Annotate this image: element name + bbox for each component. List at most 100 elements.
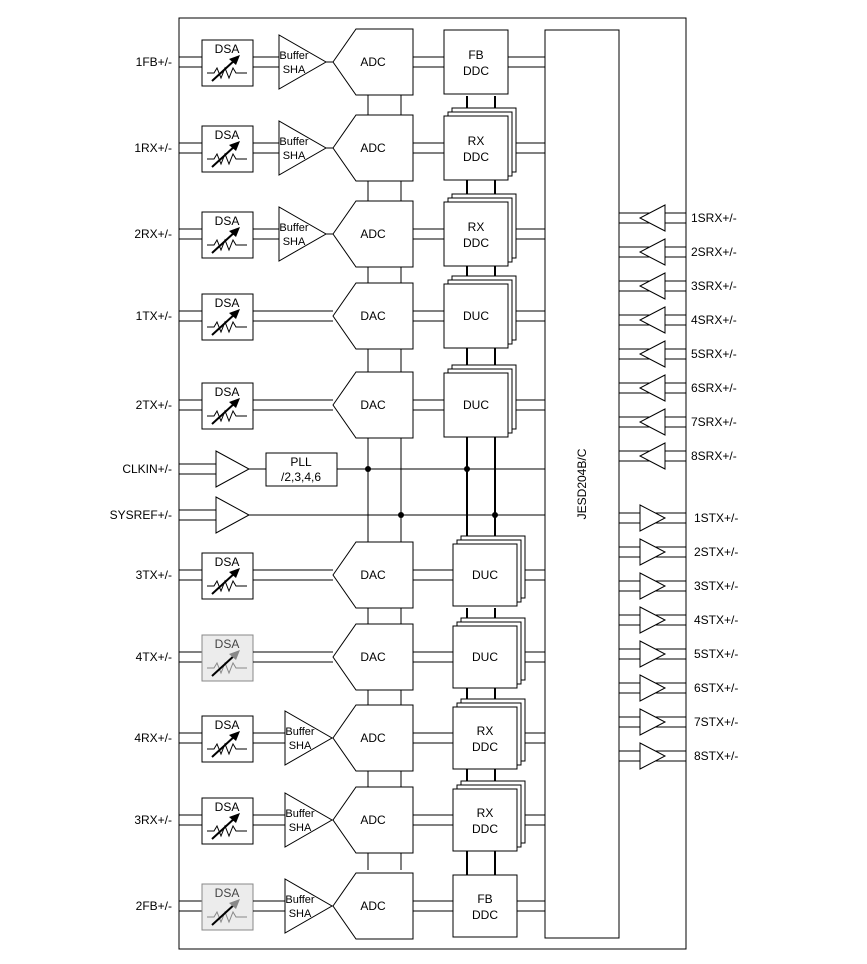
srx-label: 2SRX+/- (691, 245, 737, 259)
srx-lane: 3SRX+/- (619, 272, 737, 300)
dsp-box (452, 706, 518, 770)
dsp-box (443, 372, 509, 438)
srx-driver (638, 408, 666, 436)
junction-dot (365, 466, 371, 472)
buffer-triangle (284, 710, 334, 766)
dsp-label-top: RX (477, 724, 494, 738)
adc-shape (332, 114, 414, 182)
pll-box (265, 452, 338, 487)
pll-label: PLL (290, 455, 312, 469)
dsp-label: DUC (472, 568, 498, 582)
sha-label: SHA (283, 236, 306, 248)
dsp-label-top: RX (468, 134, 485, 148)
stx-lane: 8STX+/- (619, 742, 738, 770)
clkin-label: CLKIN+/- (122, 462, 172, 476)
dac-label: DAC (360, 398, 386, 412)
stx-label: 7STX+/- (694, 715, 738, 729)
srx-label: 3SRX+/- (691, 279, 737, 293)
arrowhead-icon (229, 899, 240, 909)
dsp-label: DUC (463, 309, 489, 323)
arrowhead-icon (229, 398, 240, 408)
srx-driver (638, 272, 666, 300)
srx-label: 1SRX+/- (691, 211, 737, 225)
stx-receiver (639, 742, 667, 770)
srx-lane: 5SRX+/- (619, 340, 737, 368)
dsp-box (443, 29, 509, 95)
stx-receiver (639, 708, 667, 736)
variable-arrow-icon (211, 816, 237, 840)
stx-label: 5STX+/- (694, 647, 738, 661)
stx-label: 3STX+/- (694, 579, 738, 593)
buffer-label: Buffer (279, 222, 308, 234)
buffer-triangle (284, 878, 334, 934)
pin-label: 2RX+/- (134, 227, 172, 241)
buffer-label: Buffer (279, 136, 308, 148)
srx-label: 7SRX+/- (691, 415, 737, 429)
srx-lane: 7SRX+/- (619, 408, 737, 436)
adc-label: ADC (360, 141, 386, 155)
dsp-box (452, 543, 518, 607)
sha-label: SHA (289, 908, 312, 920)
dsa-box (201, 382, 254, 430)
srx-label: 5SRX+/- (691, 347, 737, 361)
adc-block: ADC (332, 114, 414, 182)
stx-receiver (639, 606, 667, 634)
clock-section: CLKIN+/-SYSREF+/-PLL/2,3,4,6 (110, 450, 545, 534)
dsa-block: DSA (201, 634, 254, 682)
dsa-label: DSA (215, 128, 240, 142)
stx-receiver (639, 572, 667, 600)
dac-label: DAC (360, 650, 386, 664)
srx-label: 6SRX+/- (691, 381, 737, 395)
stx-label: 2STX+/- (694, 545, 738, 559)
buffer-triangle (278, 120, 328, 176)
dsp-label-top: RX (477, 806, 494, 820)
dsa-block: DSA (201, 125, 254, 173)
adc-block: ADC (332, 786, 414, 854)
dsp-label-bottom: DDC (472, 822, 498, 836)
adc-shape (332, 28, 414, 96)
stx-receiver (639, 640, 667, 668)
pin-label: 3RX+/- (134, 813, 172, 827)
srx-driver (638, 374, 666, 402)
dsa-label: DSA (215, 718, 240, 732)
srx-driver (638, 306, 666, 334)
adc-label: ADC (360, 731, 386, 745)
srx-driver (638, 238, 666, 266)
jesd-box (544, 29, 620, 939)
variable-arrow-icon (211, 312, 237, 336)
srx-driver (638, 340, 666, 368)
dac-block: DAC (332, 541, 414, 609)
dac-block: DAC (332, 282, 414, 350)
dac-label: DAC (360, 309, 386, 323)
arrowhead-icon (229, 650, 240, 660)
dac-shape (332, 371, 414, 439)
dsa-block: DSA (201, 382, 254, 430)
adc-shape (332, 704, 414, 772)
srx-lane: 8SRX+/- (619, 442, 737, 470)
adc-block: ADC (332, 28, 414, 96)
arrowhead-icon (229, 141, 240, 151)
stx-lane: 5STX+/- (619, 640, 738, 668)
pin-label: 2TX+/- (136, 398, 172, 412)
variable-arrow-icon (211, 144, 237, 168)
buffer-label: Buffer (279, 50, 308, 62)
clkin-buffer (215, 450, 251, 488)
sha-label: SHA (283, 64, 306, 76)
dsa-label: DSA (215, 296, 240, 310)
dsp-box (452, 788, 518, 852)
dsp-label-bottom: DDC (472, 740, 498, 754)
dsp-label-top: FB (468, 48, 483, 62)
stx-receiver (639, 538, 667, 566)
dsp-box (452, 874, 518, 938)
dsa-block: DSA (201, 797, 254, 845)
